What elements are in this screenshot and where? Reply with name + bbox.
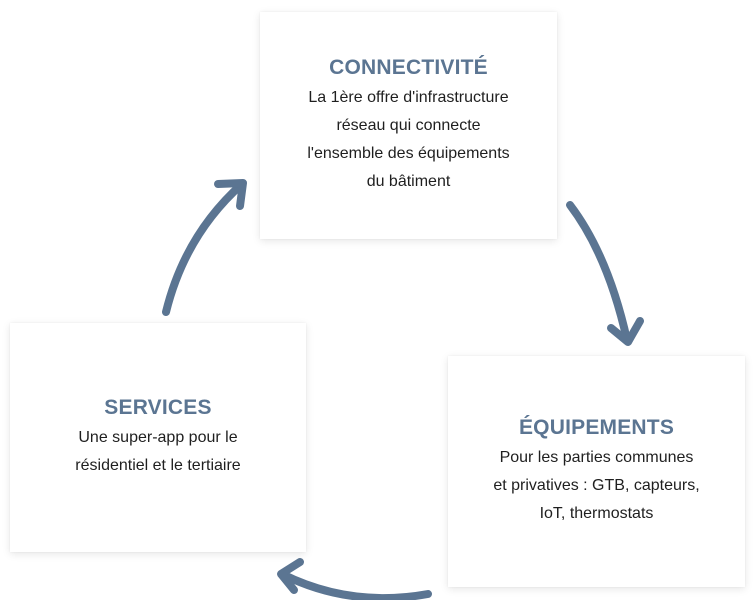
arrow-equipements-to-services-icon bbox=[277, 558, 432, 600]
card-services: SERVICES Une super-app pour le résidenti… bbox=[10, 323, 306, 552]
card-line: La 1ère offre d'infrastructure bbox=[308, 88, 509, 106]
card-line: l'ensemble des équipements bbox=[307, 144, 510, 162]
card-title-services: SERVICES bbox=[104, 395, 212, 419]
card-title-connectivite: CONNECTIVITÉ bbox=[329, 55, 488, 79]
card-line: réseau qui connecte bbox=[336, 116, 481, 134]
card-text-equipements: Pour les parties communes et privatives … bbox=[493, 444, 699, 528]
arrow-services-to-connectivite-icon bbox=[162, 179, 247, 316]
card-line: du bâtiment bbox=[366, 172, 451, 190]
card-connectivite: CONNECTIVITÉ La 1ère offre d'infrastruct… bbox=[260, 12, 557, 239]
arrow-connectivite-to-equipements-icon bbox=[566, 201, 644, 346]
card-equipements: ÉQUIPEMENTS Pour les parties communes et… bbox=[448, 356, 745, 587]
card-text-services: Une super-app pour le résidentiel et le … bbox=[75, 424, 240, 480]
card-line: IoT, thermostats bbox=[539, 504, 654, 522]
card-line: Pour les parties communes bbox=[499, 448, 694, 466]
card-line: Une super-app pour le bbox=[78, 428, 238, 446]
card-line: résidentiel et le tertiaire bbox=[75, 456, 241, 474]
card-text-connectivite: La 1ère offre d'infrastructure réseau qu… bbox=[307, 84, 509, 196]
card-line: et privatives : GTB, capteurs, bbox=[493, 476, 700, 494]
card-title-equipements: ÉQUIPEMENTS bbox=[518, 415, 675, 439]
